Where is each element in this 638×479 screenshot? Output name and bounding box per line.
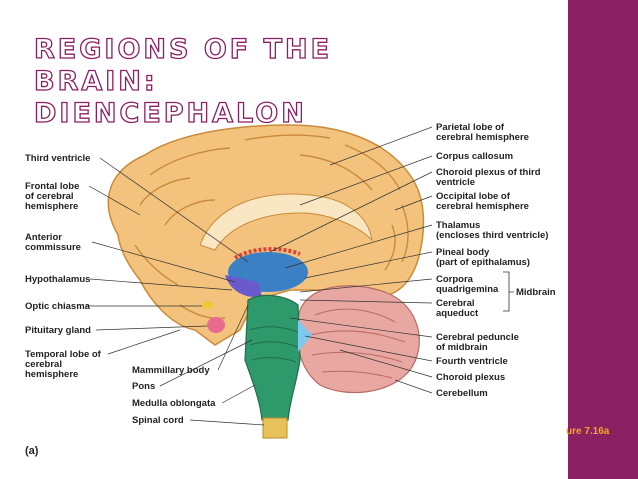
panel-label: (a)	[25, 445, 39, 457]
label-pineal-body: Pineal body (part of epithalamus)	[436, 247, 530, 268]
label-temporal-lobe: Temporal lobe of cerebral hemisphere	[25, 349, 103, 380]
spinal-cord-shape	[263, 418, 287, 438]
label-medulla-oblongata: Medulla oblongata	[132, 398, 216, 409]
label-third-ventricle: Third ventricle	[25, 153, 90, 164]
label-mammillary-body: Mammillary body	[132, 365, 210, 376]
label-midbrain: Midbrain	[516, 287, 556, 298]
label-pons: Pons	[132, 381, 155, 392]
label-choroid-plexus: Choroid plexus	[436, 372, 505, 383]
label-cerebellum: Cerebellum	[436, 388, 488, 399]
title-line-2: DIENCEPHALON	[34, 98, 454, 130]
label-cerebral-peduncle: Cerebral peduncle of midbrain	[436, 332, 522, 353]
label-corpus-callosum: Corpus callosum	[436, 151, 513, 162]
cerebellum-shape	[297, 286, 419, 393]
label-anterior-commissure: Anterior commissure	[25, 232, 81, 253]
label-cerebral-aqueduct: Cerebral aqueduct	[436, 298, 479, 319]
label-fourth-ventricle: Fourth ventricle	[436, 356, 508, 367]
label-corpora-quadrigemina: Corpora quadrigemina	[436, 274, 499, 295]
label-hypothalamus: Hypothalamus	[25, 274, 90, 285]
midbrain-bracket	[503, 272, 514, 311]
title-line-1: REGIONS OF THE BRAIN:	[34, 34, 454, 98]
label-choroid-plexus-third: Choroid plexus of third ventricle	[436, 167, 543, 188]
label-optic-chiasma: Optic chiasma	[25, 301, 91, 312]
pituitary-shape	[207, 317, 225, 333]
figure-reference: ure 7.16a	[566, 426, 609, 437]
label-pituitary-gland: Pituitary gland	[25, 325, 91, 336]
label-occipital-lobe: Occipital lobe of cerebral hemisphere	[436, 191, 529, 212]
optic-chiasma-shape	[202, 301, 214, 309]
accent-sidebar	[568, 0, 638, 479]
slide-title: REGIONS OF THE BRAIN: DIENCEPHALON	[34, 34, 454, 130]
label-thalamus: Thalamus (encloses third ventricle)	[436, 220, 548, 241]
label-frontal-lobe: Frontal lobe of cerebral hemisphere	[25, 181, 82, 212]
label-spinal-cord: Spinal cord	[132, 415, 184, 426]
